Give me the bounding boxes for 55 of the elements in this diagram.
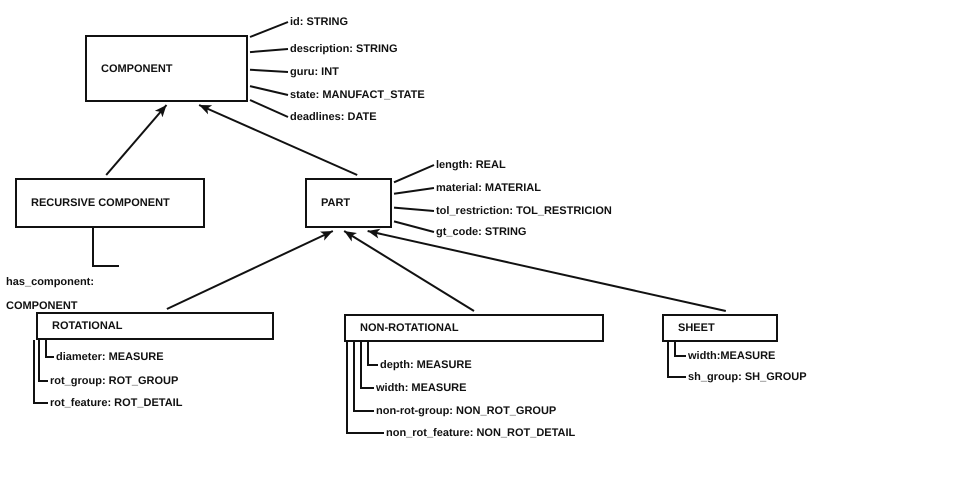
attribute-label: diameter: MEASURE	[56, 351, 164, 363]
entity-name: ROTATIONAL	[52, 320, 122, 332]
attribute-label: rot_group: ROT_GROUP	[50, 375, 178, 387]
connector-line	[394, 220, 434, 233]
attribute-label: non_rot_feature: NON_ROT_DETAIL	[386, 427, 576, 439]
attribute-label: deadlines: DATE	[290, 111, 377, 123]
attribute-label: sh_group: SH_GROUP	[688, 371, 807, 383]
attribute-label: state: MANUFACT_STATE	[290, 89, 425, 101]
attribute-label: guru: INT	[290, 66, 339, 78]
connector-line	[394, 164, 434, 184]
attribute-label: width: MEASURE	[376, 382, 466, 394]
entity-box	[305, 178, 392, 228]
entity-name: PART	[321, 197, 350, 209]
connector-line	[92, 228, 119, 267]
attribute-label: length: REAL	[436, 159, 506, 171]
entity-name: SHEET	[678, 322, 715, 334]
entity-name: NON-ROTATIONAL	[360, 322, 459, 334]
connector-line	[346, 342, 384, 434]
connector-line	[394, 206, 434, 212]
connector-line	[250, 99, 288, 118]
connector-line	[250, 68, 288, 73]
connector-line	[674, 342, 686, 357]
arrow	[367, 228, 726, 312]
connector-line	[360, 342, 374, 389]
attribute-label: rot_feature: ROT_DETAIL	[50, 397, 182, 409]
attribute-label: depth: MEASURE	[380, 359, 472, 371]
connector-line	[38, 340, 48, 382]
attribute-label: gt_code: STRING	[436, 226, 526, 238]
attribute-label: description: STRING	[290, 43, 398, 55]
attribute-label: tol_restriction: TOL_RESTRICION	[436, 205, 612, 217]
connector-line	[353, 342, 374, 412]
arrow	[105, 104, 168, 176]
entity-box	[15, 178, 205, 228]
attribute-label: width:MEASURE	[688, 350, 776, 362]
entity-name: COMPONENT	[101, 62, 172, 74]
arrow	[344, 230, 475, 312]
connector-line	[33, 340, 48, 404]
entity-box	[85, 35, 248, 102]
entity-name: RECURSIVE COMPONENT	[31, 197, 170, 209]
attribute-label: non-rot-group: NON_ROT_GROUP	[376, 405, 556, 417]
attribute-label: id: STRING	[290, 16, 348, 28]
connector-line	[367, 342, 378, 366]
connector-line	[250, 21, 288, 38]
entity-box	[36, 312, 274, 340]
connector-line	[394, 187, 434, 195]
attribute-label: material: MATERIAL	[436, 182, 541, 194]
attribute-label: has_component: COMPONENT	[6, 275, 96, 314]
arrow	[198, 104, 358, 176]
entity-box	[344, 314, 604, 342]
arrow	[166, 230, 334, 310]
connector-line	[250, 48, 288, 54]
entity-box	[662, 314, 778, 342]
connector-line	[667, 342, 686, 378]
connector-line	[45, 340, 54, 358]
connector-line	[250, 85, 288, 96]
